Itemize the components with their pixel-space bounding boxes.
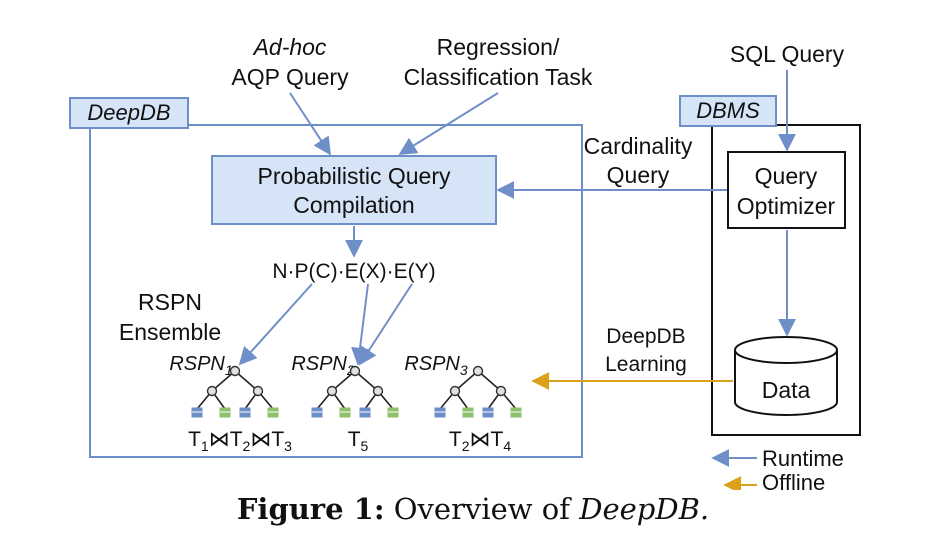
cardinality-line2: Query bbox=[607, 162, 670, 188]
rspn-1-name: RSPN1 bbox=[169, 353, 232, 378]
rspn-2-tables: T5 bbox=[348, 428, 369, 454]
ensemble-line2: Ensemble bbox=[119, 319, 221, 345]
rspn-2-node bbox=[372, 385, 384, 397]
deepdb-label: DeepDB bbox=[87, 100, 170, 125]
adhoc-label-line1: Ad-hoc bbox=[252, 34, 327, 60]
dbms-label-box bbox=[679, 95, 777, 127]
formula-to-rspn1-arrow bbox=[238, 283, 313, 366]
learning-line2: Learning bbox=[605, 353, 687, 376]
legend-offline-label: Offline bbox=[762, 470, 825, 490]
compilation-box bbox=[211, 155, 497, 225]
rspn-3-node bbox=[449, 385, 461, 397]
optimizer-line1: Query bbox=[755, 163, 818, 189]
rspn-1-tables: T1⋈T2⋈T3 bbox=[188, 428, 292, 454]
cardinality-line1: Cardinality bbox=[584, 133, 693, 159]
ensemble-line1: RSPN bbox=[138, 289, 202, 315]
deepdb-overview-diagram: DeepDB DBMS Ad-hoc AQP Query Regression/… bbox=[69, 34, 861, 490]
query-optimizer-box bbox=[727, 151, 846, 229]
caption-text: Overview of bbox=[393, 492, 570, 526]
regression-label-line1: Regression/ bbox=[437, 34, 560, 60]
legend-runtime-label: Runtime bbox=[762, 446, 844, 471]
optimizer-line2: Optimizer bbox=[737, 193, 836, 219]
formula-to-rspn2-arrow-a bbox=[351, 283, 369, 366]
rspn-3-tables: T2⋈T4 bbox=[449, 428, 511, 454]
regression-label-line2: Classification Task bbox=[404, 64, 593, 90]
rspn-2-node bbox=[349, 365, 361, 377]
caption-label: Figure 1: bbox=[236, 492, 385, 526]
data-store-cylinder bbox=[734, 336, 838, 416]
rspn-1-node bbox=[229, 365, 241, 377]
rspn-trees bbox=[191, 365, 522, 418]
deepdb-label-box bbox=[69, 97, 189, 129]
adhoc-arrow bbox=[289, 92, 331, 156]
deepdb-container bbox=[89, 124, 583, 458]
rspn-1-node bbox=[206, 385, 218, 397]
dbms-label: DBMS bbox=[696, 98, 760, 123]
rspn-3-node bbox=[472, 365, 484, 377]
figure-caption: Figure 1: Overview of DeepDB. bbox=[0, 492, 946, 526]
rspn-3-name: RSPN3 bbox=[404, 353, 468, 378]
formula-to-rspn2-arrow-b bbox=[359, 283, 413, 366]
probability-formula: N·P(C)·E(X)·E(Y) bbox=[272, 260, 435, 283]
rspn-1-node bbox=[252, 385, 264, 397]
rspn-2-name: RSPN2 bbox=[291, 353, 355, 378]
compilation-line2: Compilation bbox=[293, 192, 414, 218]
rspn-3-node bbox=[495, 385, 507, 397]
caption-name: DeepDB. bbox=[579, 492, 710, 526]
compilation-line1: Probabilistic Query bbox=[257, 163, 451, 189]
adhoc-label-line2: AQP Query bbox=[231, 64, 349, 90]
rspn-2-node bbox=[326, 385, 338, 397]
sql-query-label: SQL Query bbox=[730, 41, 845, 67]
learning-line1: DeepDB bbox=[606, 325, 685, 348]
regression-arrow bbox=[398, 92, 499, 155]
data-store-label: Data bbox=[762, 377, 811, 403]
